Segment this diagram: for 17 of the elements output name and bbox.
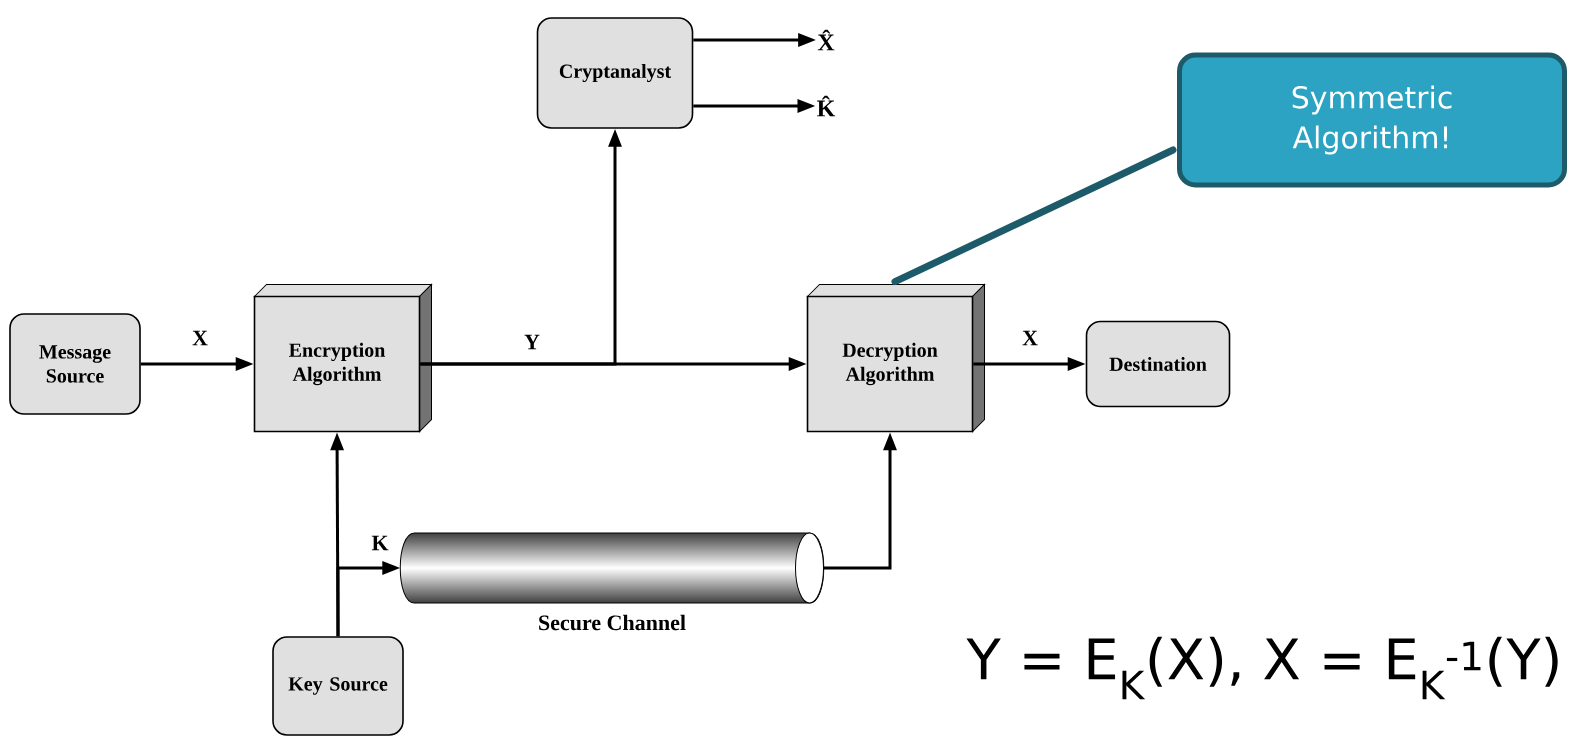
output-symbol: K̂	[817, 95, 836, 117]
edge-label: K	[371, 535, 389, 551]
node-caption: Secure Channel	[539, 614, 686, 631]
callout-tail	[891, 146, 1177, 286]
algorithm-box: Decryption Algorithm	[806, 284, 985, 433]
process-box: Key Source	[272, 636, 404, 736]
process-box: Message Source	[9, 313, 141, 415]
output-symbol: X̂	[817, 29, 835, 51]
process-box: Destination	[1085, 320, 1231, 408]
process-box: Cryptanalyst	[536, 17, 694, 129]
edge-label: X	[1022, 330, 1038, 346]
edge-label: Y	[524, 334, 540, 350]
equation: Y = E$_{K}$(X), X = E$_{K}$$^{-1}$(Y)	[966, 636, 1558, 700]
speech-callout: Symmetric Algorithm!	[1177, 52, 1567, 188]
channel-cylinder	[399, 532, 825, 604]
algorithm-box: Encryption Algorithm	[253, 284, 432, 433]
edge-label: X	[192, 330, 208, 346]
